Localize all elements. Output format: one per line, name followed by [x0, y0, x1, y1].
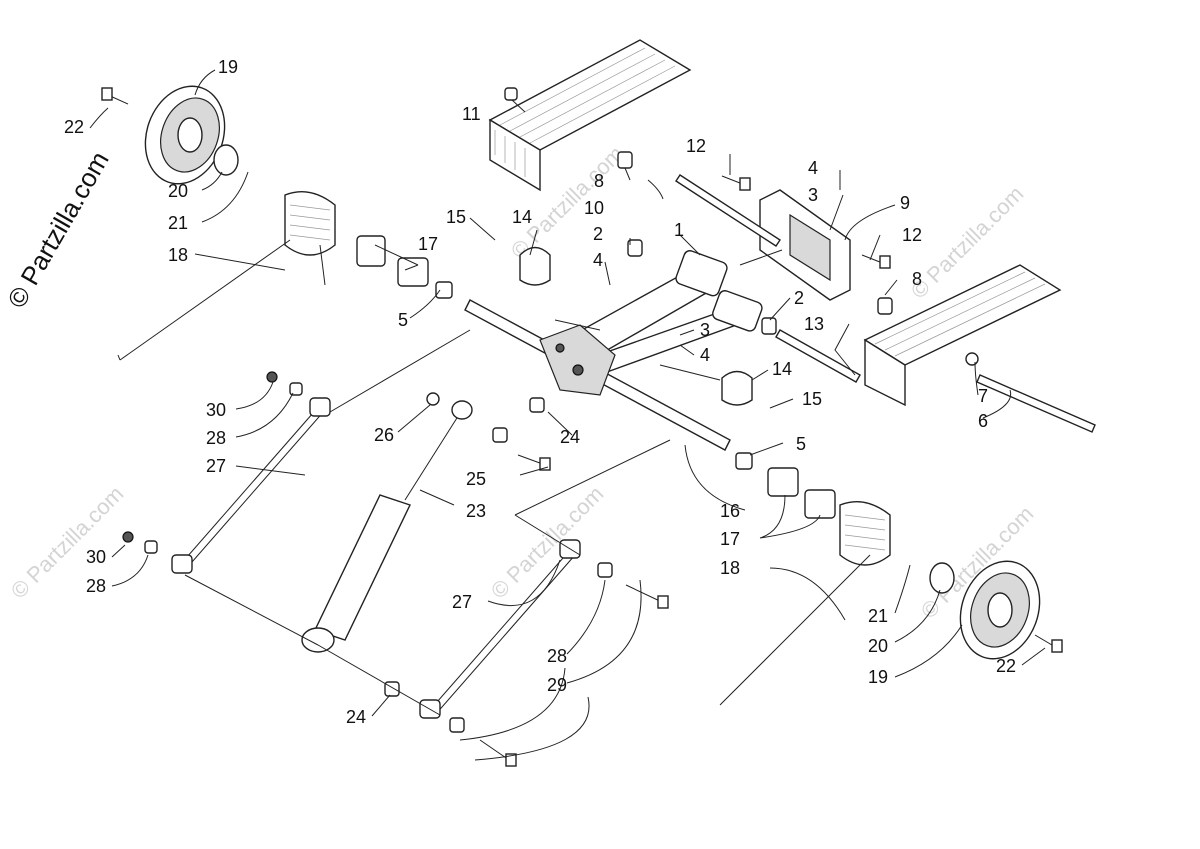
callout-14-right: 14: [772, 359, 792, 379]
callout-4: 4: [593, 250, 603, 270]
callout-10: 10: [584, 198, 604, 218]
callout-17-right: 17: [720, 529, 740, 549]
rail-bracket-right: [863, 264, 1062, 407]
callout-28-lower: 28: [86, 576, 106, 596]
callout-25: 25: [466, 469, 486, 489]
bushings: [356, 151, 893, 519]
bearing-20-right: [929, 562, 955, 594]
wheel-right: [929, 560, 1041, 660]
callout-21-right: 21: [868, 606, 888, 626]
callout-8: 8: [594, 171, 604, 191]
callout-5-right: 5: [796, 434, 806, 454]
callout-12-right: 12: [902, 225, 922, 245]
callout-27-upper: 27: [206, 456, 226, 476]
spring-left: [117, 191, 336, 361]
callout-1: 1: [674, 220, 684, 240]
links: [171, 397, 581, 719]
callout-4-upper: 4: [808, 158, 818, 178]
callout-3-upper: 3: [808, 185, 818, 205]
callout-5: 5: [398, 310, 408, 330]
callout-18: 18: [168, 245, 188, 265]
callout-28-upper: 28: [206, 428, 226, 448]
callout-19-right: 19: [868, 667, 888, 687]
bolts: [101, 87, 1063, 767]
svg-text:© Partzilla.com: © Partzilla.com: [6, 481, 129, 604]
leader-lines: [89, 69, 1046, 761]
callout-7: 7: [978, 386, 988, 406]
pivot-bracket: [759, 189, 851, 301]
callout-8-right: 8: [912, 269, 922, 289]
callout-22: 22: [64, 117, 84, 137]
callout-15: 15: [446, 207, 466, 227]
callout-13: 13: [804, 314, 824, 334]
callout-30-lower: 30: [86, 547, 106, 567]
bearing-20-left: [213, 144, 239, 176]
callout-numbers: 19 22 20 21 18 15 14 17 5 4 2 1 12 8 10 …: [64, 57, 1016, 727]
callout-12: 12: [686, 136, 706, 156]
callout-24-mid: 24: [560, 427, 580, 447]
callout-11: 11: [462, 104, 481, 124]
shaft-10: [675, 174, 781, 247]
callout-15-right: 15: [802, 389, 822, 409]
callout-29: 29: [547, 675, 567, 695]
callout-26: 26: [374, 425, 394, 445]
callout-22-right: 22: [996, 656, 1016, 676]
callout-14: 14: [512, 207, 532, 227]
callout-18-right: 18: [720, 558, 740, 578]
bolt-6: [976, 374, 1096, 433]
callout-16: 16: [720, 501, 740, 521]
stoppers: [519, 246, 753, 406]
spring-right: [719, 501, 891, 706]
callout-20: 20: [168, 181, 188, 201]
shock-absorber: [301, 400, 473, 653]
callout-17: 17: [418, 234, 438, 254]
callout-3-mid: 3: [700, 320, 710, 340]
callout-28-bottom: 28: [547, 646, 567, 666]
shaft-13: [775, 329, 861, 383]
wheel-left: [144, 85, 239, 185]
callout-27-lower: 27: [452, 592, 472, 612]
callout-6: 6: [978, 411, 988, 431]
callout-20-right: 20: [868, 636, 888, 656]
callout-9: 9: [900, 193, 910, 213]
rail-bracket-top: [488, 39, 692, 192]
a-arm: [539, 250, 763, 396]
callout-4-mid: 4: [700, 345, 710, 365]
callout-30-upper: 30: [206, 400, 226, 420]
callout-23: 23: [466, 501, 486, 521]
callout-21: 21: [168, 213, 188, 233]
spacers: [122, 352, 979, 733]
callout-2: 2: [593, 224, 603, 244]
connector-lines: [184, 249, 783, 716]
callout-2-right: 2: [794, 288, 804, 308]
callout-24-bottom: 24: [346, 707, 366, 727]
partzilla-watermark: © Partzilla.com: [1, 146, 115, 313]
callout-19: 19: [218, 57, 238, 77]
